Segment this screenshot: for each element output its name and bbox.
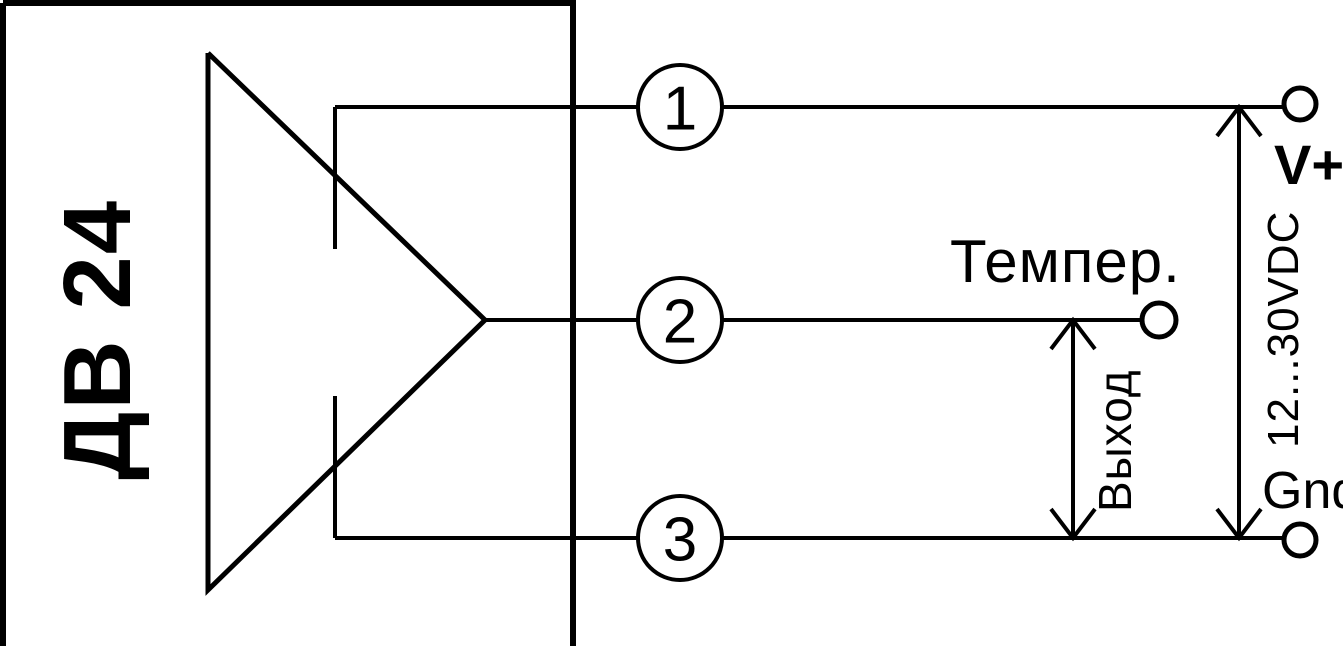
pin-circle-1[interactable] <box>636 63 724 151</box>
label-output: Выход <box>1089 369 1141 512</box>
amplifier-triangle <box>205 51 489 596</box>
dimension-arrow-supply-top <box>1215 103 1263 138</box>
dimension-arrow-output-bottom <box>1049 507 1097 542</box>
label-supply-voltage: 12...30VDC <box>1259 211 1308 448</box>
terminal-circle-vplus[interactable] <box>1281 85 1319 123</box>
device-label: ДВ 24 <box>44 199 151 480</box>
pin-circle-2[interactable] <box>636 276 724 364</box>
terminal-circle-temper[interactable] <box>1139 300 1179 340</box>
dimension-arrow-supply-bottom <box>1215 507 1263 542</box>
label-vplus: V+ <box>1274 133 1343 196</box>
pin-number-3: 3 <box>663 506 697 575</box>
label-temper: Темпер. <box>950 228 1181 295</box>
terminal-circle-gnd[interactable] <box>1281 521 1319 559</box>
label-gnd: Gnd <box>1262 462 1343 520</box>
device-enclosure <box>0 0 576 646</box>
dimension-arrow-output-top <box>1049 316 1097 351</box>
pin-number-1: 1 <box>663 75 697 144</box>
pin-circle-3[interactable] <box>636 494 724 582</box>
pin-number-2: 2 <box>663 288 697 357</box>
